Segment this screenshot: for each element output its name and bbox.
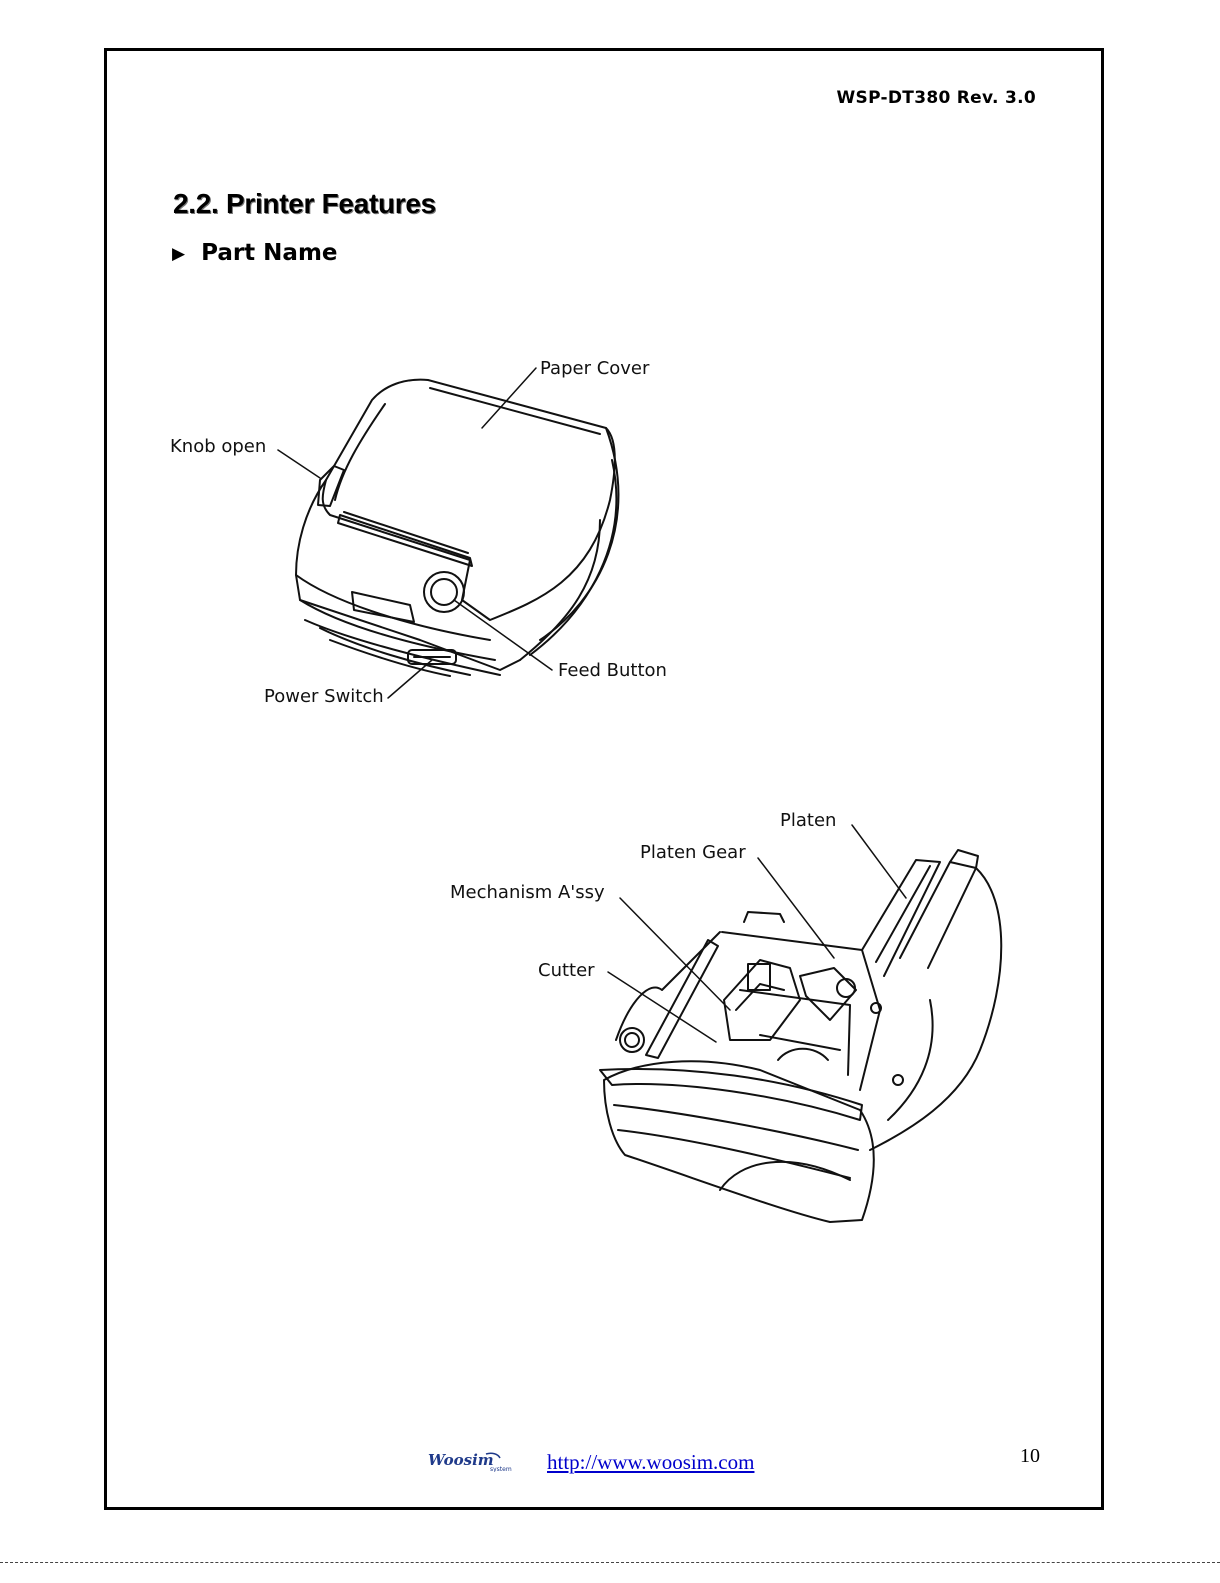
- page-number: 10: [1000, 1445, 1040, 1468]
- callout-platen-gear: Platen Gear: [640, 842, 746, 863]
- callout-feed-button: Feed Button: [558, 660, 667, 681]
- svg-text:Woosim: Woosim: [428, 1451, 494, 1469]
- callout-cutter: Cutter: [538, 960, 595, 981]
- woosim-logo: Woosim system: [426, 1450, 526, 1472]
- closed-printer-drawing: [296, 380, 618, 676]
- open-printer-drawing: [600, 850, 1001, 1222]
- callout-paper-cover: Paper Cover: [540, 358, 650, 379]
- website-link[interactable]: http://www.woosim.com: [547, 1450, 754, 1475]
- callout-power-switch: Power Switch: [264, 686, 384, 707]
- callout-platen: Platen: [780, 810, 836, 831]
- bottom-dashed-rule: [0, 1562, 1220, 1563]
- svg-text:system: system: [490, 1466, 512, 1472]
- callout-mechanism-assy: Mechanism A'ssy: [450, 882, 605, 903]
- callout-knob-open: Knob open: [170, 436, 266, 457]
